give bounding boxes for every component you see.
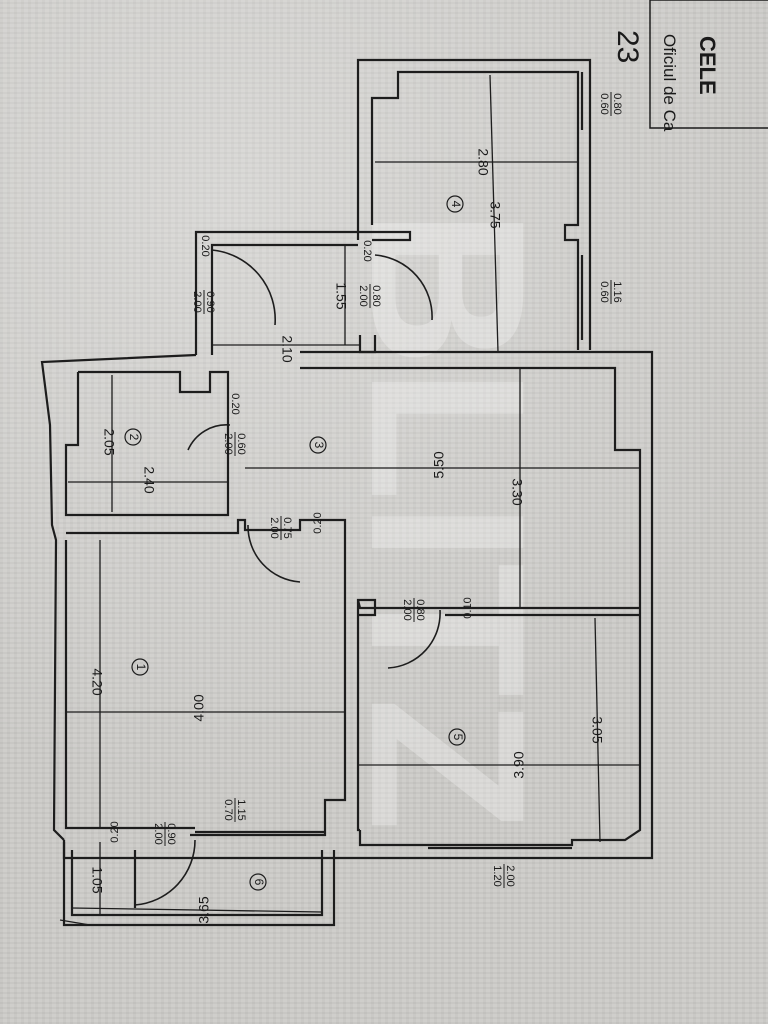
room5-width: 3.90 (511, 751, 527, 778)
svg-text:0.60: 0.60 (598, 281, 610, 302)
opening-2: 1.16 0.60 (598, 280, 623, 304)
room4-width: 2.80 (475, 148, 491, 175)
svg-text:0.75: 0.75 (281, 517, 293, 538)
opening-8: 0.90 2.00 (152, 822, 177, 846)
room3-width: 5.50 (431, 451, 447, 478)
door-swing-room5 (387, 609, 441, 669)
wall-mark-4: 0.20 (312, 512, 324, 533)
outer-wall-left (40, 353, 197, 841)
room4-outer (356, 58, 592, 350)
walls (40, 58, 654, 927)
wall-mark-3: 0.20 (229, 393, 241, 414)
svg-text:2.00: 2.00 (504, 865, 516, 886)
opening-6: 0.75 2.00 (268, 516, 293, 540)
svg-text:2.00: 2.00 (191, 291, 203, 312)
svg-text:0.90: 0.90 (165, 823, 177, 844)
room-marker-3: 3 (309, 436, 327, 454)
dimension-lines (59, 74, 640, 926)
opening-4: 0.80 2.00 (357, 284, 382, 308)
wall-mark-1: 0.20 (199, 235, 211, 256)
wall-mark-6: 0.20 (109, 821, 121, 842)
svg-text:0.60: 0.60 (235, 433, 247, 454)
room1-width: 4.00 (191, 694, 207, 721)
svg-text:1.16: 1.16 (611, 281, 623, 302)
svg-text:2.00: 2.00 (222, 433, 234, 454)
room6-wall (62, 842, 336, 927)
room-number-3: 3 (312, 442, 326, 449)
opening-1: 0.80 0.60 (598, 92, 623, 116)
wall-marks: 0.20 0.20 0.20 0.20 0.10 0.20 (109, 235, 474, 842)
corridor-length: 1.55 (333, 282, 349, 309)
opening-5: 0.60 2.00 (222, 432, 247, 456)
door-swing-room6 (134, 839, 196, 906)
room5-wall (356, 598, 377, 832)
room2-length: 2.05 (101, 428, 117, 455)
corridor-width: 2.10 (279, 335, 295, 362)
stamp-line1: Oficiul de Ca (660, 34, 679, 132)
svg-text:1.20: 1.20 (491, 865, 503, 886)
svg-text:2.00: 2.00 (357, 285, 369, 306)
svg-text:0.60: 0.60 (598, 93, 610, 114)
room-marker-6: 6 (249, 873, 267, 891)
svg-text:0.70: 0.70 (222, 799, 234, 820)
room-marker-2: 2 (124, 428, 142, 446)
room4-length: 3.75 (487, 201, 503, 228)
room4-inner (370, 70, 580, 350)
room-number-2: 2 (127, 434, 141, 441)
wall-mark-5: 0.10 (462, 597, 474, 618)
room2-width: 2.40 (141, 466, 157, 493)
room6-width: 3.65 (196, 896, 212, 923)
watermark: BLITZ (325, 208, 571, 831)
stamp: 23 Oficiul de Ca CELE (611, 0, 768, 132)
room3-length: 3.30 (509, 478, 525, 505)
room-number-6: 6 (252, 879, 266, 886)
svg-text:2.00: 2.00 (401, 599, 413, 620)
room2-wall (64, 370, 230, 517)
opening-9: 1.15 0.70 (222, 798, 247, 822)
door-swing-room4 (374, 254, 433, 321)
door-swing-room1 (247, 524, 301, 583)
room5-length: 3.05 (589, 716, 605, 743)
door-swing-corridor (211, 249, 276, 326)
stamp-line2: CELE (695, 36, 720, 95)
opening-labels: 0.80 0.60 1.16 0.60 0.90 2.00 0.80 2.00 … (152, 92, 623, 888)
doors (134, 249, 441, 906)
wall-mark-2: 0.20 (361, 240, 373, 261)
stamp-number: 23 (611, 30, 644, 63)
svg-text:0.80: 0.80 (414, 599, 426, 620)
room-markers: 4 2 3 1 5 6 (124, 195, 466, 891)
stamp-box (649, 0, 768, 129)
room1-wall (66, 518, 347, 837)
room-number-5: 5 (451, 734, 465, 741)
svg-text:2.00: 2.00 (268, 517, 280, 538)
outer-wall-main-inner (300, 366, 642, 847)
room-number-1: 1 (134, 664, 148, 671)
door-swing-room2 (187, 424, 231, 451)
outer-wall-left-inner (64, 540, 195, 830)
svg-text:1.15: 1.15 (235, 799, 247, 820)
room-dimensions: 2.80 3.75 2.10 1.55 2.40 2.05 5.50 3.30 … (89, 148, 605, 923)
opening-3: 0.90 2.00 (191, 290, 216, 314)
watermark-text: BLITZ (325, 208, 571, 831)
room6-length: 1.05 (89, 866, 105, 893)
opening-10: 2.00 1.20 (491, 864, 516, 888)
room-number-4: 4 (449, 201, 463, 208)
svg-text:0.80: 0.80 (611, 93, 623, 114)
room-marker-4: 4 (446, 195, 464, 213)
room-marker-1: 1 (131, 658, 149, 676)
room6-inner (70, 850, 324, 917)
svg-text:0.90: 0.90 (204, 291, 216, 312)
corridor-inner (210, 243, 358, 355)
corridor-wall (194, 230, 412, 355)
svg-text:0.80: 0.80 (370, 285, 382, 306)
room1-length: 4.20 (89, 668, 105, 695)
corridor-stub (358, 335, 377, 354)
svg-text:2.00: 2.00 (152, 823, 164, 844)
room-marker-5: 5 (448, 728, 466, 746)
opening-7: 0.80 2.00 (401, 598, 426, 622)
